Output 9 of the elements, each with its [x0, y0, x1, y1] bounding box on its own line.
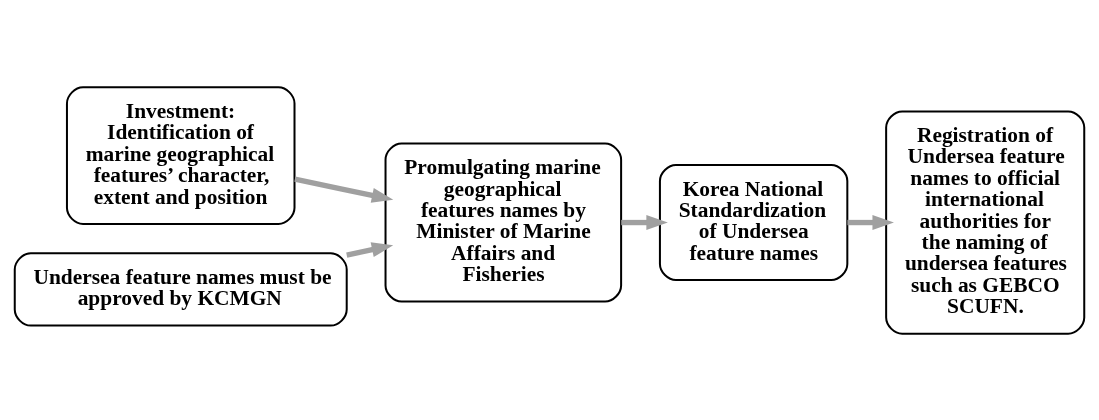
node-box: Undersea feature names must be approved by KCMGN [13, 251, 348, 327]
node-box: Promulgating marine geographical features names by Minister of Marine Affairs and Fisheries [384, 142, 623, 303]
node-box: Korea National Standardization of Undersea feature names [658, 163, 849, 281]
node-box: Registration of Undersea feature names to official international authorities for the naming of undersea features such as GEBCO SCUFN. [885, 109, 1086, 335]
arrow [847, 214, 894, 230]
arrow [621, 214, 668, 230]
arrow [294, 176, 394, 203]
arrow [346, 241, 394, 258]
node-box: Investment: Identification of marine geographical features’ character, extent and position [65, 85, 296, 225]
